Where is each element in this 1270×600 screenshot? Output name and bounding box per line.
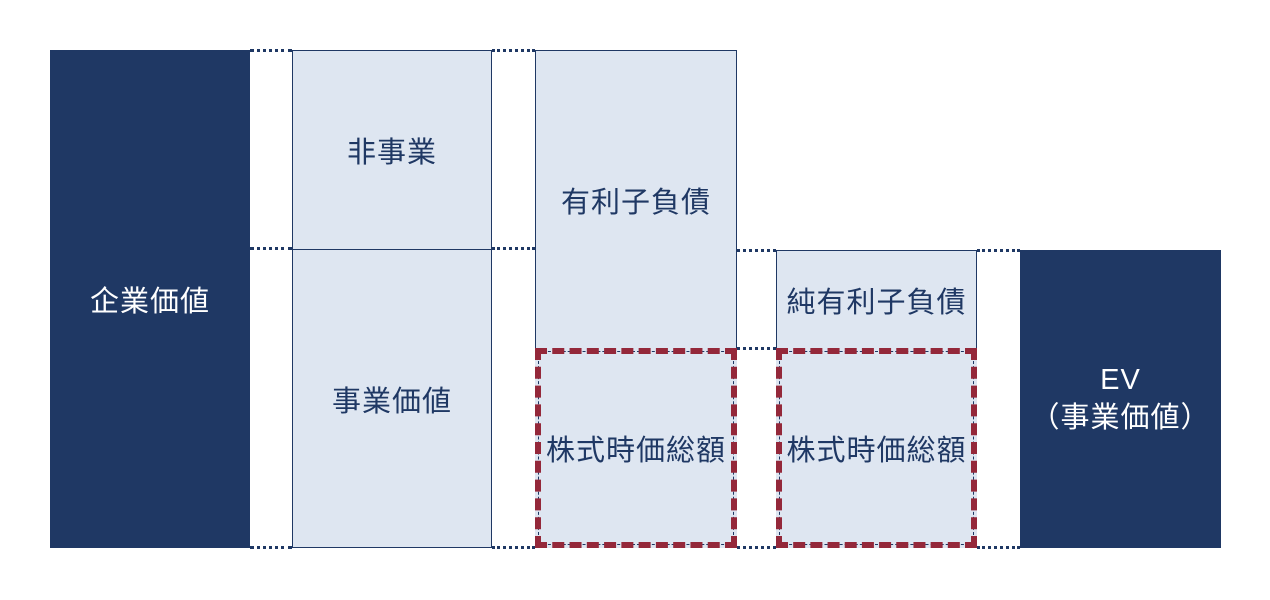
business-value-label: 事業価値 [331,385,452,418]
ev-bar: EV （事業価値） [1020,250,1221,548]
market-cap-box-left: 株式時価総額 [535,348,737,548]
dotted-connector [250,247,292,250]
debt-box: 有利子負債 [535,50,737,348]
ev-label-line2: （事業価値） [1030,402,1211,434]
dotted-connector [250,49,292,52]
business-value-section: 事業価値 [293,250,491,547]
debt-label: 有利子負債 [560,186,711,219]
market-cap-label-left: 株式時価総額 [545,435,726,467]
dotted-connector [492,247,535,250]
market-cap-fill-left [535,348,737,548]
market-cap-fill-right [776,348,977,548]
dotted-connector [250,546,292,549]
value-breakdown-box: 非事業 事業価値 [292,50,492,548]
dotted-connector [737,249,776,252]
dotted-connector [492,546,535,549]
net-debt-box: 純有利子負債 [776,250,977,348]
ev-label-line1: EV [1100,364,1141,396]
market-cap-box-right: 株式時価総額 [776,348,977,548]
dotted-connector [492,49,535,52]
market-cap-label-right: 株式時価総額 [786,435,967,467]
dotted-connector [977,546,1020,549]
net-debt-label: 純有利子負債 [786,286,967,319]
dotted-connector [737,347,776,350]
dotted-connector [977,249,1020,252]
non-business-section: 非事業 [293,51,491,250]
dotted-connector [737,546,776,549]
non-business-label: 非事業 [346,137,437,169]
enterprise-value-bar: 企業価値 [50,50,250,548]
enterprise-value-label: 企業価値 [89,286,210,318]
